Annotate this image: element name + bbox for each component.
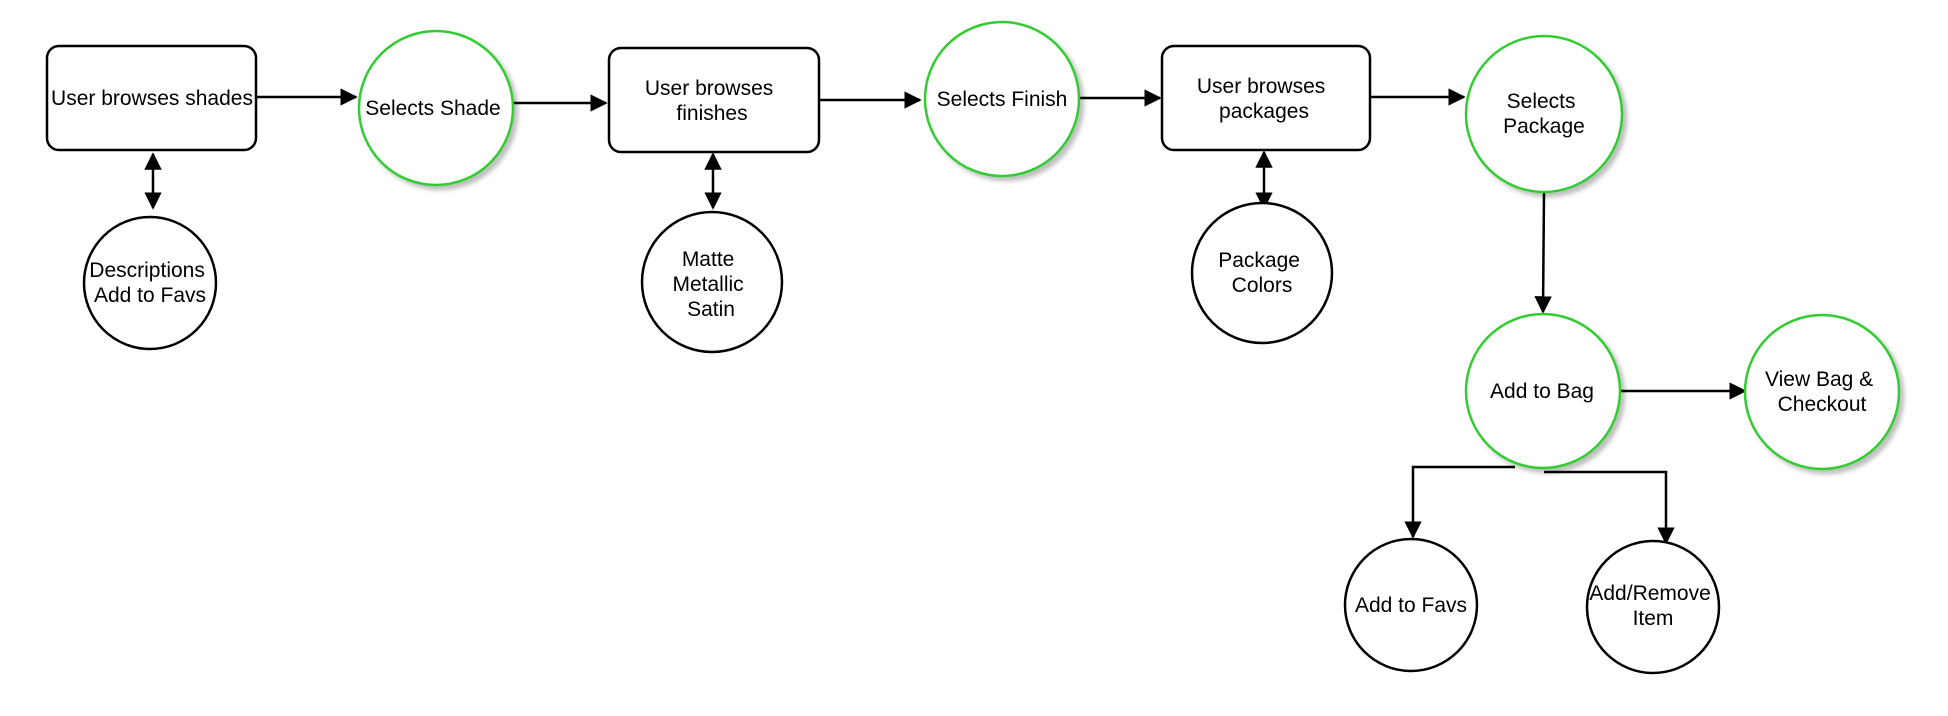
node-selects-finish-circle: [923, 20, 1081, 178]
node-selects-package-label: Selects Package: [1503, 90, 1585, 138]
node-selects-finish-label: Selects Finish: [937, 88, 1068, 111]
node-descriptions-circle: [82, 215, 218, 351]
node-browse-packages: User browses packages: [1160, 44, 1372, 152]
node-add-to-favs: Add to Favs: [1343, 537, 1479, 673]
node-browse-packages-label: User browses packages: [1197, 75, 1331, 123]
node-browse-finishes-label: User browses finishes: [645, 77, 779, 125]
node-selects-package: Selects Package: [1464, 34, 1624, 194]
node-package-colors-label: Package Colors: [1218, 249, 1306, 297]
arrow-select-package-to-bag: [1534, 192, 1552, 314]
node-finish-options-label: Matte Metallic Satin: [672, 248, 749, 321]
node-selects-shade: Selects Shade: [357, 29, 515, 187]
node-add-to-favs-label: Add to Favs: [1355, 594, 1467, 617]
node-add-to-bag: Add to Bag: [1464, 312, 1622, 470]
node-add-to-favs-circle: [1343, 537, 1479, 673]
node-browse-finishes: User browses finishes: [607, 46, 821, 154]
arrow-bag-to-add-favs: [1404, 465, 1515, 539]
node-descriptions-label: Descriptions Add to Favs: [89, 259, 210, 307]
node-add-remove-item-label: Add/Remove Item: [1589, 582, 1716, 630]
node-view-bag-circle: [1743, 313, 1901, 471]
node-selects-package-circle: [1464, 34, 1624, 194]
node-view-bag-label: View Bag & Checkout: [1765, 368, 1879, 416]
node-finish-options: Matte Metallic Satin: [640, 210, 784, 354]
node-browse-finishes-box: [607, 46, 821, 154]
node-add-remove-item: Add/Remove Item: [1585, 539, 1721, 675]
node-selects-finish: Selects Finish: [923, 20, 1081, 178]
node-package-colors: Package Colors: [1190, 201, 1334, 345]
node-browse-packages-box: [1160, 44, 1372, 152]
node-selects-shade-circle: [357, 29, 515, 187]
node-browse-shades-label: User browses shades: [51, 87, 253, 110]
node-finish-options-circle: [640, 210, 784, 354]
node-add-remove-item-circle: [1585, 539, 1721, 675]
node-view-bag: View Bag & Checkout: [1743, 313, 1901, 471]
node-browse-shades: User browses shades: [45, 44, 258, 152]
node-descriptions: Descriptions Add to Favs: [82, 215, 218, 351]
arrow-bag-to-add-remove: [1544, 470, 1675, 545]
node-add-to-bag-circle: [1464, 312, 1622, 470]
connectors: [144, 88, 1747, 545]
node-browse-shades-box: [45, 44, 258, 152]
node-package-colors-circle: [1190, 201, 1334, 345]
node-selects-shade-label: Selects Shade: [365, 97, 500, 120]
node-add-to-bag-label: Add to Bag: [1490, 380, 1594, 403]
